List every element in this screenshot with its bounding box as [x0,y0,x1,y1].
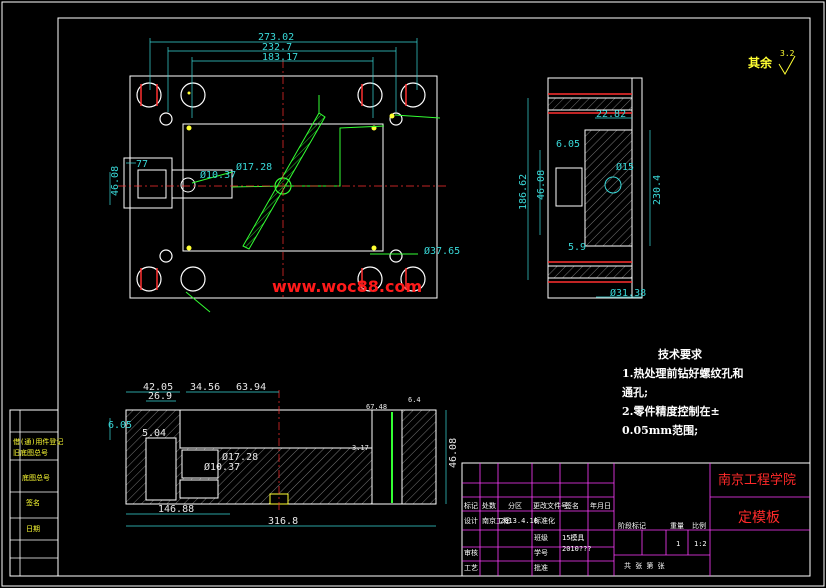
dim-d17: Ø17.28 [236,161,272,173]
dim-183: 183.17 [262,52,298,63]
side-hatch [584,129,633,247]
dim-67: 67.48 [366,403,387,411]
svg-text:1: 1 [676,540,680,548]
svg-text:2013.4.10: 2013.4.10 [500,517,538,525]
pin-marks [186,91,395,251]
svg-text:标记: 标记 [464,501,478,510]
dim-230: 230.4 [652,175,663,205]
inner-frame [57,17,811,577]
left-strip: 借(通)用件登记 旧底图总号 底图总号 签名 日期 [9,409,63,577]
dim-d31: Ø31.38 [610,287,646,299]
side-view: 22.82 6.05 Ø15 186.62 46.08 230.4 5.9 Ø3… [518,77,663,299]
strip-1: 借(通)用件登记 [13,437,63,446]
dim-34: 34.56 [190,382,220,393]
strip-2: 旧底图总号 [13,448,48,457]
guide-holes [136,82,426,292]
dim-d10: Ø10.37 [200,169,236,181]
dim-6: 6.05 [556,139,580,150]
tech-line-1: 1.热处理前钻好螺纹孔和 [622,366,743,380]
svg-text:2010???: 2010??? [562,545,592,553]
dim-46-side: 46.08 [536,170,547,200]
tech-line-3: 2.零件精度控制在± [622,404,720,418]
strip-4: 签名 [26,498,40,507]
dim-232: 232.7 [262,42,292,53]
dim-63: 63.94 [236,382,266,393]
dim-d10-front: Ø10.37 [204,461,240,473]
dim-5: 5.9 [568,242,586,253]
plate-outline [129,75,438,299]
dim-d15: Ø15 [616,161,634,173]
dim-6-front: 6.05 [108,420,132,431]
front-view: 42.05 26.9 34.56 63.94 6.05 5.04 Ø10.37 … [108,382,459,527]
tech-line-4: 0.05mm范围; [622,423,698,437]
svg-text:班级: 班级 [534,533,548,542]
school-name: 南京工程学院 [718,472,796,488]
svg-text:设计: 设计 [464,516,478,525]
dim-46-front: 46.08 [448,438,459,468]
tech-line-2: 通孔; [622,386,648,399]
surface-note: 其余 [748,55,773,70]
dim-26: 26.9 [148,391,172,402]
svg-text:更改文件号: 更改文件号 [533,501,568,510]
dim-146: 146.88 [158,504,194,515]
watermark: www.woc88.com [272,277,422,296]
top-view: 273.02 232.7 183.17 77 46.08 Ø10.37 Ø17.… [109,32,460,313]
svg-text:重量: 重量 [670,522,684,530]
dim-6-4: 6.4 [408,396,421,404]
red-arcs [140,84,407,290]
svg-text:处数: 处数 [482,501,496,510]
svg-text:比例: 比例 [692,521,706,530]
svg-text:批准: 批准 [534,563,548,572]
dim-3-17: 3.17 [352,444,369,452]
dim-5-front: 5.04 [142,428,166,439]
tech-heading: 技术要求 [658,347,703,361]
svg-text:共 张 第 张: 共 张 第 张 [624,561,665,570]
dim-lines-top [109,38,418,205]
svg-text:签名: 签名 [565,501,579,510]
svg-text:1:2: 1:2 [694,540,707,548]
dim-d37: Ø37.65 [424,245,460,257]
dim-22: 22.82 [596,109,626,120]
svg-text:标准化: 标准化 [534,516,555,525]
dim-316: 316.8 [268,516,298,527]
dim-42: 42.05 [143,382,173,393]
centerlines [118,60,448,300]
svg-text:年月日: 年月日 [590,501,611,510]
svg-text:审核: 审核 [464,548,478,557]
runner-channel [242,112,326,250]
dim-46-top: 46.08 [110,166,121,196]
svg-text:南京工程: 南京工程 [482,516,510,525]
dim-d17-front: Ø17.28 [222,451,258,463]
svg-text:学号: 学号 [534,548,548,557]
svg-text:分区: 分区 [508,501,522,510]
dim-273: 273.02 [258,32,294,43]
dim-77: 77 [136,159,148,170]
roughness-value: 3.2 [780,49,795,58]
strip-5: 日期 [26,525,40,533]
title-block: 南京工程学院 定模板 标记 处数 分区 更改文件号 签名 年月日 设计 南京工程… [461,462,811,577]
strip-3: 底图总号 [22,473,50,482]
part-name: 定模板 [738,510,780,526]
svg-text:工艺: 工艺 [464,564,478,572]
roughness-icon [778,55,796,75]
tech-requirements: 技术要求 1.热处理前钻好螺纹孔和 通孔; 2.零件精度控制在± 0.05mm范… [622,347,743,437]
svg-text:15模具: 15模具 [562,533,584,542]
svg-text:阶段标记: 阶段标记 [618,521,646,530]
dim-186: 186.62 [518,174,529,210]
